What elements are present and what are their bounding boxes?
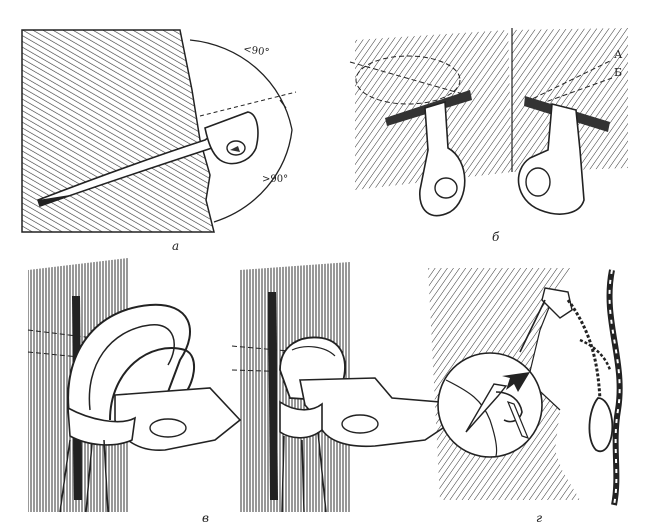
panel-v-left: в: [27, 258, 242, 525]
piton-eye-a: [204, 111, 259, 165]
sling-wrap-v-right: [279, 400, 323, 439]
rock-face-a: [21, 29, 215, 233]
angle-annotation-upper: <90°: [243, 44, 270, 59]
panel-v-right: [231, 262, 457, 513]
panel-g: г: [428, 268, 623, 525]
label-B: Б: [614, 66, 622, 79]
label-A: А: [614, 48, 623, 61]
panel-b: А Б б: [349, 28, 628, 244]
panel-a: <90° >90° а: [21, 29, 297, 253]
arrow-icon: [502, 372, 530, 392]
piton-g: [541, 287, 573, 319]
panel-label-g: г: [536, 511, 542, 525]
carabiner-g: [588, 397, 614, 453]
angle-arc-a: [189, 39, 293, 223]
angle-annotation-lower: >90°: [262, 174, 288, 185]
panel-label-b: б: [492, 230, 500, 244]
sling-wrap-v-left: [67, 406, 137, 446]
rock-wall-b-right: [512, 28, 628, 172]
rope-sling-g: [566, 299, 602, 401]
main-rope-g: [606, 269, 623, 506]
sling-loop-inner: [109, 347, 196, 421]
panel-label-v: в: [202, 511, 209, 525]
panel-label-a: а: [172, 239, 179, 253]
